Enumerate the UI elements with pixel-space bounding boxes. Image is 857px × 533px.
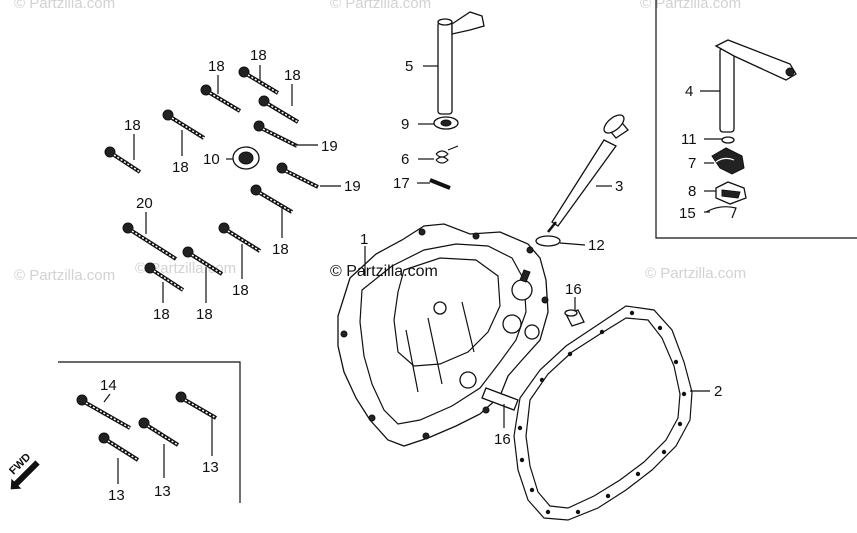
callout-17: 17 (393, 175, 410, 192)
bolt-18-e (104, 146, 142, 174)
callout-18-g: 18 (232, 282, 249, 299)
callout-18-a: 18 (250, 47, 267, 64)
shift-shaft-5 (437, 11, 485, 115)
oil-level-gauge-3 (547, 114, 629, 233)
callout-9: 9 (401, 116, 409, 133)
callout-18-h: 18 (196, 306, 213, 323)
leader-lines (103, 65, 722, 484)
callout-8: 8 (688, 183, 696, 200)
bolt-18-b (200, 84, 242, 113)
bolt-cluster-lower (76, 391, 218, 462)
callout-4: 4 (685, 83, 693, 100)
frame-shift-arm-group (655, 0, 857, 239)
callout-6: 6 (401, 151, 409, 168)
bolt-18-d (162, 109, 206, 140)
callout-18-d: 18 (124, 117, 141, 134)
bolt-14 (76, 394, 131, 430)
washer-11 (721, 136, 735, 144)
watermark-mid-right: © Partzilla.com (645, 265, 746, 282)
callout-11: 11 (681, 131, 697, 148)
callout-20: 20 (136, 195, 153, 212)
bolt-20 (122, 222, 178, 261)
callout-12: 12 (588, 237, 605, 254)
callout-7: 7 (688, 155, 696, 172)
watermark-top-center: © Partzilla.com (330, 0, 431, 12)
oil-seal-10 (232, 146, 260, 170)
plate-8 (715, 181, 747, 205)
callout-19-b: 19 (344, 178, 361, 195)
gasket-2 (513, 305, 693, 521)
right-crankcase-cover-1 (337, 223, 549, 447)
bolt-18-f (250, 184, 294, 214)
bolt-13-c (98, 432, 140, 462)
shift-shaft-assembly (429, 11, 485, 190)
fwd-arrow: FWD (7, 451, 40, 490)
callout-18-b: 18 (208, 58, 225, 75)
bolt-18-i (144, 262, 185, 292)
bolt-18-a (238, 66, 280, 95)
callout-2: 2 (714, 383, 722, 400)
watermark-top-right: © Partzilla.com (640, 0, 741, 12)
callout-3: 3 (615, 178, 623, 195)
callout-16-upper: 16 (565, 281, 582, 298)
clip-15 (705, 206, 737, 219)
shift-arm-4 (714, 39, 797, 133)
spring-7 (711, 147, 745, 175)
callout-15: 15 (679, 205, 696, 222)
washer-9 (433, 116, 459, 130)
watermark-layer: © Partzilla.com © Partzilla.com © Partzi… (14, 0, 746, 284)
callout-18-e: 18 (172, 159, 189, 176)
callout-14: 14 (100, 377, 117, 394)
bolt-18-g (218, 222, 262, 253)
watermark-center: © Partzilla.com (330, 263, 438, 280)
callout-18-i: 18 (153, 306, 170, 323)
bolt-cluster-upper (104, 66, 319, 292)
callout-19-a: 19 (321, 138, 338, 155)
callout-16-lower: 16 (494, 431, 511, 448)
spring-6 (435, 145, 459, 164)
callout-13-b: 13 (154, 483, 171, 500)
callout-13-c: 13 (108, 487, 125, 504)
watermark-top-left: © Partzilla.com (14, 0, 115, 12)
callout-13-a: 13 (202, 459, 219, 476)
bolt-13-b (138, 417, 180, 447)
callout-5: 5 (405, 58, 413, 75)
pin-17 (429, 178, 451, 190)
watermark-mid-left: © Partzilla.com (14, 267, 115, 284)
callout-10: 10 (203, 151, 220, 168)
frame-bolt-group (58, 361, 241, 503)
callout-18-c: 18 (284, 67, 301, 84)
callout-labels: 1 2 3 4 5 6 7 8 9 10 11 12 13 13 13 14 1… (100, 47, 722, 504)
callout-18-f: 18 (272, 241, 289, 258)
group-frames (58, 0, 857, 503)
bolt-13-a (175, 391, 218, 420)
shift-arm-group (705, 39, 797, 219)
bolt-18-h (182, 246, 224, 276)
bolt-19-a (253, 120, 298, 148)
dowel-pin-16-upper (564, 309, 585, 327)
callout-1: 1 (360, 231, 368, 248)
bolt-19-b (276, 162, 319, 189)
o-ring-12 (535, 235, 561, 247)
bolt-18-c (258, 95, 300, 124)
